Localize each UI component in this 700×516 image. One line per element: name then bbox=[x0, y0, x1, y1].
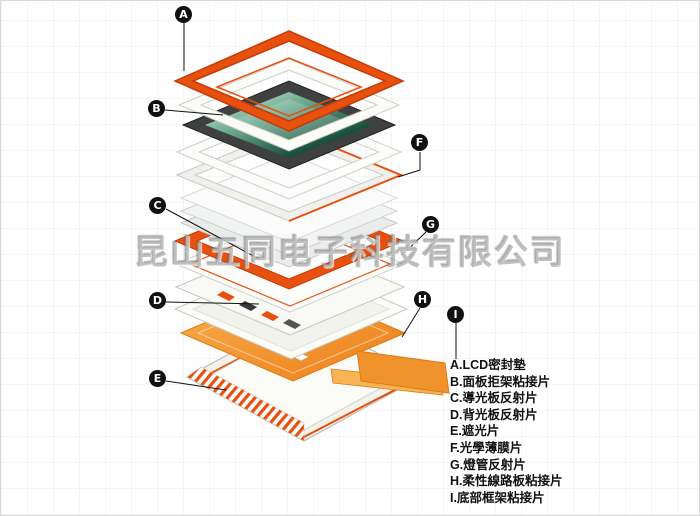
legend: A.LCD密封墊 B.面板拒架粘接片 C.導光板反射片 D.背光板反射片 E.遮… bbox=[450, 357, 563, 506]
callout-e: E bbox=[149, 370, 166, 387]
leader-line-e bbox=[165, 380, 227, 391]
callout-f: F bbox=[411, 134, 428, 151]
legend-item: B.面板拒架粘接片 bbox=[450, 374, 551, 389]
legend-item: I.底部框架粘接片 bbox=[450, 490, 545, 505]
legend-item: E.遮光片 bbox=[450, 424, 500, 439]
legend-item: D.背光板反射片 bbox=[450, 407, 538, 422]
leader-line-f bbox=[397, 152, 421, 178]
layer-top-white-frame bbox=[177, 58, 401, 152]
callout-g: G bbox=[422, 216, 439, 233]
legend-item: A.LCD密封墊 bbox=[450, 358, 526, 372]
callout-d: D bbox=[149, 292, 166, 309]
leader-line-h bbox=[401, 307, 421, 338]
callout-c: C bbox=[149, 197, 166, 214]
legend-item: F.光學薄膜片 bbox=[450, 440, 523, 455]
legend-item: C.導光板反射片 bbox=[450, 391, 538, 406]
layer-seal-gasket bbox=[173, 30, 405, 132]
legend-item: G.燈管反射片 bbox=[450, 457, 526, 472]
legend-item: H.柔性線路板粘接片 bbox=[450, 474, 563, 489]
leader-line-b bbox=[164, 109, 224, 116]
leader-line-d bbox=[165, 301, 260, 305]
callout-h: H bbox=[414, 291, 431, 308]
callout-b: B bbox=[148, 100, 165, 117]
leader-line-g bbox=[401, 231, 427, 256]
callout-i: I bbox=[447, 306, 464, 323]
leader-lines bbox=[164, 23, 457, 391]
leader-line-c bbox=[165, 208, 260, 260]
callout-a: A bbox=[175, 6, 192, 23]
